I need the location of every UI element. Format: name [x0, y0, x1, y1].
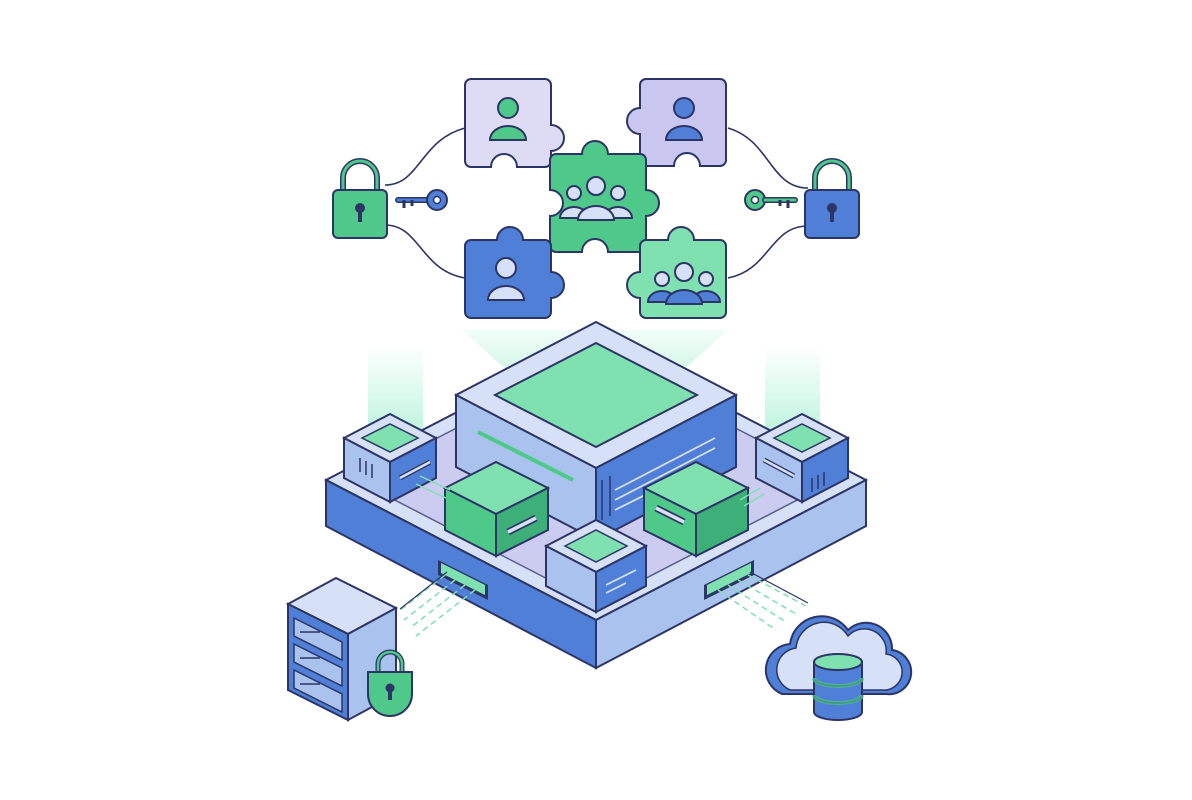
connection-lines: [384, 127, 809, 279]
puzzle-piece-user-icon: [464, 78, 565, 168]
puzzle-piece-group-icon: [626, 226, 727, 319]
cloud-database-icon: [764, 615, 913, 721]
port-icon: [704, 560, 754, 600]
module-box: [341, 412, 439, 504]
puzzle-piece-user-icon: [464, 226, 565, 319]
module-box: [543, 518, 649, 614]
shield-lock-icon: [367, 649, 413, 718]
data-wires: [397, 574, 807, 637]
port-icon: [438, 560, 488, 600]
module-box: [641, 460, 751, 558]
puzzle-piece-user-icon: [626, 78, 727, 167]
module-box: [442, 460, 551, 558]
padlock-icon: [804, 158, 860, 239]
module-box: [753, 412, 851, 504]
key-icon: [395, 189, 448, 211]
server-rack-icon: [285, 576, 399, 722]
data-platform-icon: [323, 320, 869, 670]
key-icon: [744, 189, 798, 211]
padlock-icon: [332, 158, 388, 239]
database-icon: [812, 653, 864, 721]
puzzle-piece-group-icon: [549, 140, 660, 253]
